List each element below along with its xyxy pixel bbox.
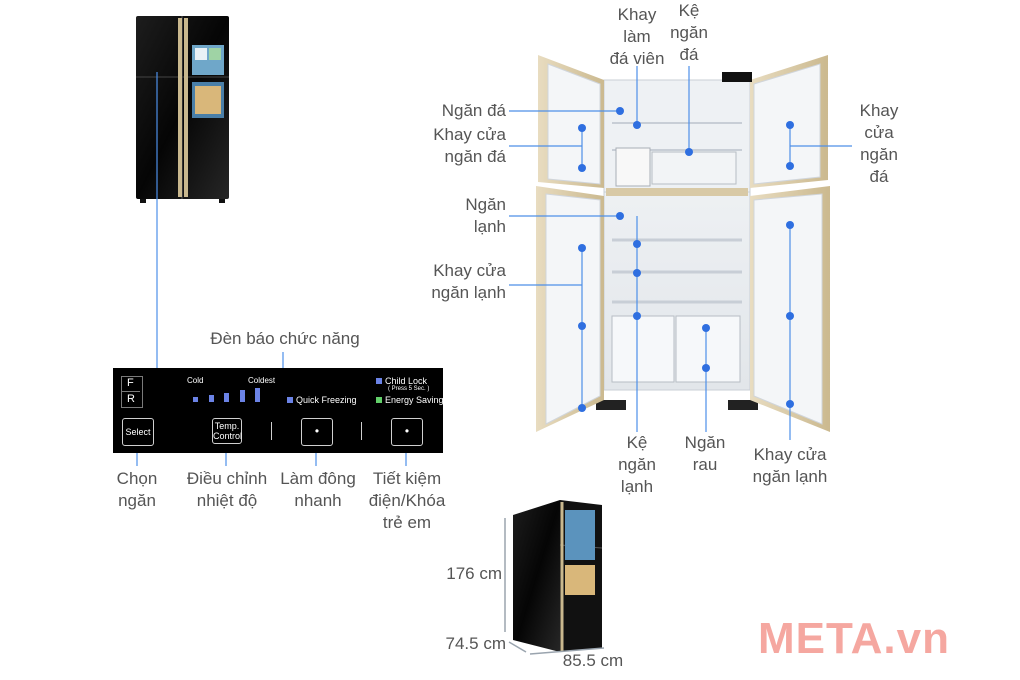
divider — [361, 422, 362, 440]
label-chon-ngan: Chọn ngăn — [116, 469, 158, 510]
fr-box — [121, 376, 143, 408]
label-ngan-da: Ngăn đá — [441, 101, 506, 120]
fridge-thumbnail-bottom — [513, 500, 603, 652]
label-lam-dong: Làm đông nhanh — [280, 469, 356, 510]
temp-led — [255, 388, 260, 402]
label-den-bao: Đèn báo chức năng — [210, 329, 360, 348]
panel-cold: Cold — [187, 376, 204, 385]
label-ngan-rau: Ngăn rau — [684, 433, 726, 474]
label-khay-cua-ngan-da-right: Khay cửa ngăn đá — [859, 101, 899, 186]
label-tiet-kiem: Tiết kiệm điện/Khóa trẻ em — [368, 469, 446, 532]
fridge-open-main — [536, 55, 830, 432]
select-button[interactable]: Select — [122, 418, 154, 446]
panel-energy-saving: Energy Saving — [385, 395, 444, 405]
panel-press: ( Press 5 Sec. ) — [388, 386, 430, 392]
temp-led — [193, 397, 198, 402]
child-lock-led — [376, 378, 382, 384]
dimension-depth: 74.5 cm — [445, 634, 506, 653]
fridge-thumbnail-top — [136, 16, 229, 203]
label-khay-cua-ngan-da-left: Khay cửa ngăn đá — [433, 125, 506, 166]
dimension-height: 176 cm — [446, 564, 502, 583]
energy-saving-button[interactable]: • — [391, 418, 423, 446]
label-ngan-lanh: Ngăn lạnh — [465, 195, 506, 236]
quick-freezing-led — [287, 397, 293, 403]
label-khay-cua-ngan-lanh-left: Khay cửa ngăn lạnh — [431, 261, 506, 302]
quick-freezing-button[interactable]: • — [301, 418, 333, 446]
brand-logo: META.vn — [758, 614, 950, 663]
control-panel: F R Cold Coldest Quick Freezing Child Lo… — [113, 368, 444, 453]
panel-coldest: Coldest — [248, 376, 276, 385]
temp-control-button[interactable]: Temp. Control — [212, 418, 242, 444]
temp-led — [209, 395, 214, 402]
panel-child-lock: Child Lock — [385, 376, 428, 386]
panel-quick-freezing: Quick Freezing — [296, 395, 357, 405]
label-khay-lam-da-vien: Khay làm đá viên — [609, 5, 665, 68]
dimension-width: 85.5 cm — [562, 651, 624, 670]
label-ke-ngan-da: Kệ ngăn đá — [670, 1, 708, 64]
label-ke-ngan-lanh: Kệ ngăn lạnh — [618, 433, 656, 496]
label-dieu-chinh: Điều chỉnh nhiệt độ — [186, 469, 268, 510]
divider — [271, 422, 272, 440]
energy-saving-led — [376, 397, 382, 403]
dimension-lines — [504, 518, 605, 655]
temp-led — [240, 390, 245, 402]
temp-led — [224, 393, 229, 402]
panel-r: R — [127, 393, 135, 405]
label-khay-cua-ngan-lanh-right: Khay cửa ngăn lạnh — [752, 445, 828, 486]
panel-f: F — [127, 377, 134, 389]
